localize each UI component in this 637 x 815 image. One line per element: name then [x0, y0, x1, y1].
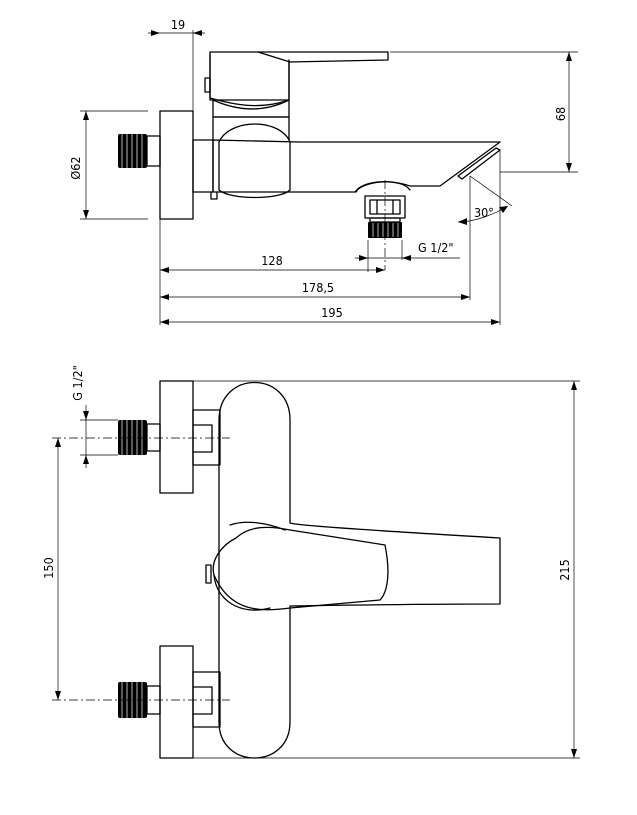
wall-flange [159, 110, 194, 220]
angle-label: 30° [474, 205, 494, 220]
dim-depth-label: 215 [557, 559, 572, 580]
dim-195-label: 195 [321, 305, 342, 320]
dim-178-label: 178,5 [302, 280, 334, 295]
body-top-view [218, 381, 501, 759]
dim-spacing-label: 150 [41, 557, 56, 578]
side-thread-label: G 1/2" [418, 240, 454, 255]
dim-128-label: 128 [261, 253, 282, 268]
dim-diameter-label: Ø62 [68, 156, 83, 179]
handle-lever [209, 51, 389, 107]
lower-flange [159, 645, 194, 759]
threaded-connector [118, 134, 161, 168]
bottom-outlet [355, 181, 411, 238]
side-view: 19 Ø62 68 G 1/2" 128 178,5 195 [68, 17, 578, 325]
spout-outlet [457, 147, 501, 180]
lever-top-view [212, 526, 389, 611]
dim-height-label: 68 [553, 107, 568, 121]
dim-width-label: 19 [171, 17, 185, 32]
upper-flange [159, 380, 194, 494]
top-view: G 1/2" 150 215 [41, 365, 580, 759]
escutcheon-neck [192, 139, 214, 193]
top-thread-label: G 1/2" [70, 365, 85, 401]
valve-body [212, 139, 501, 193]
